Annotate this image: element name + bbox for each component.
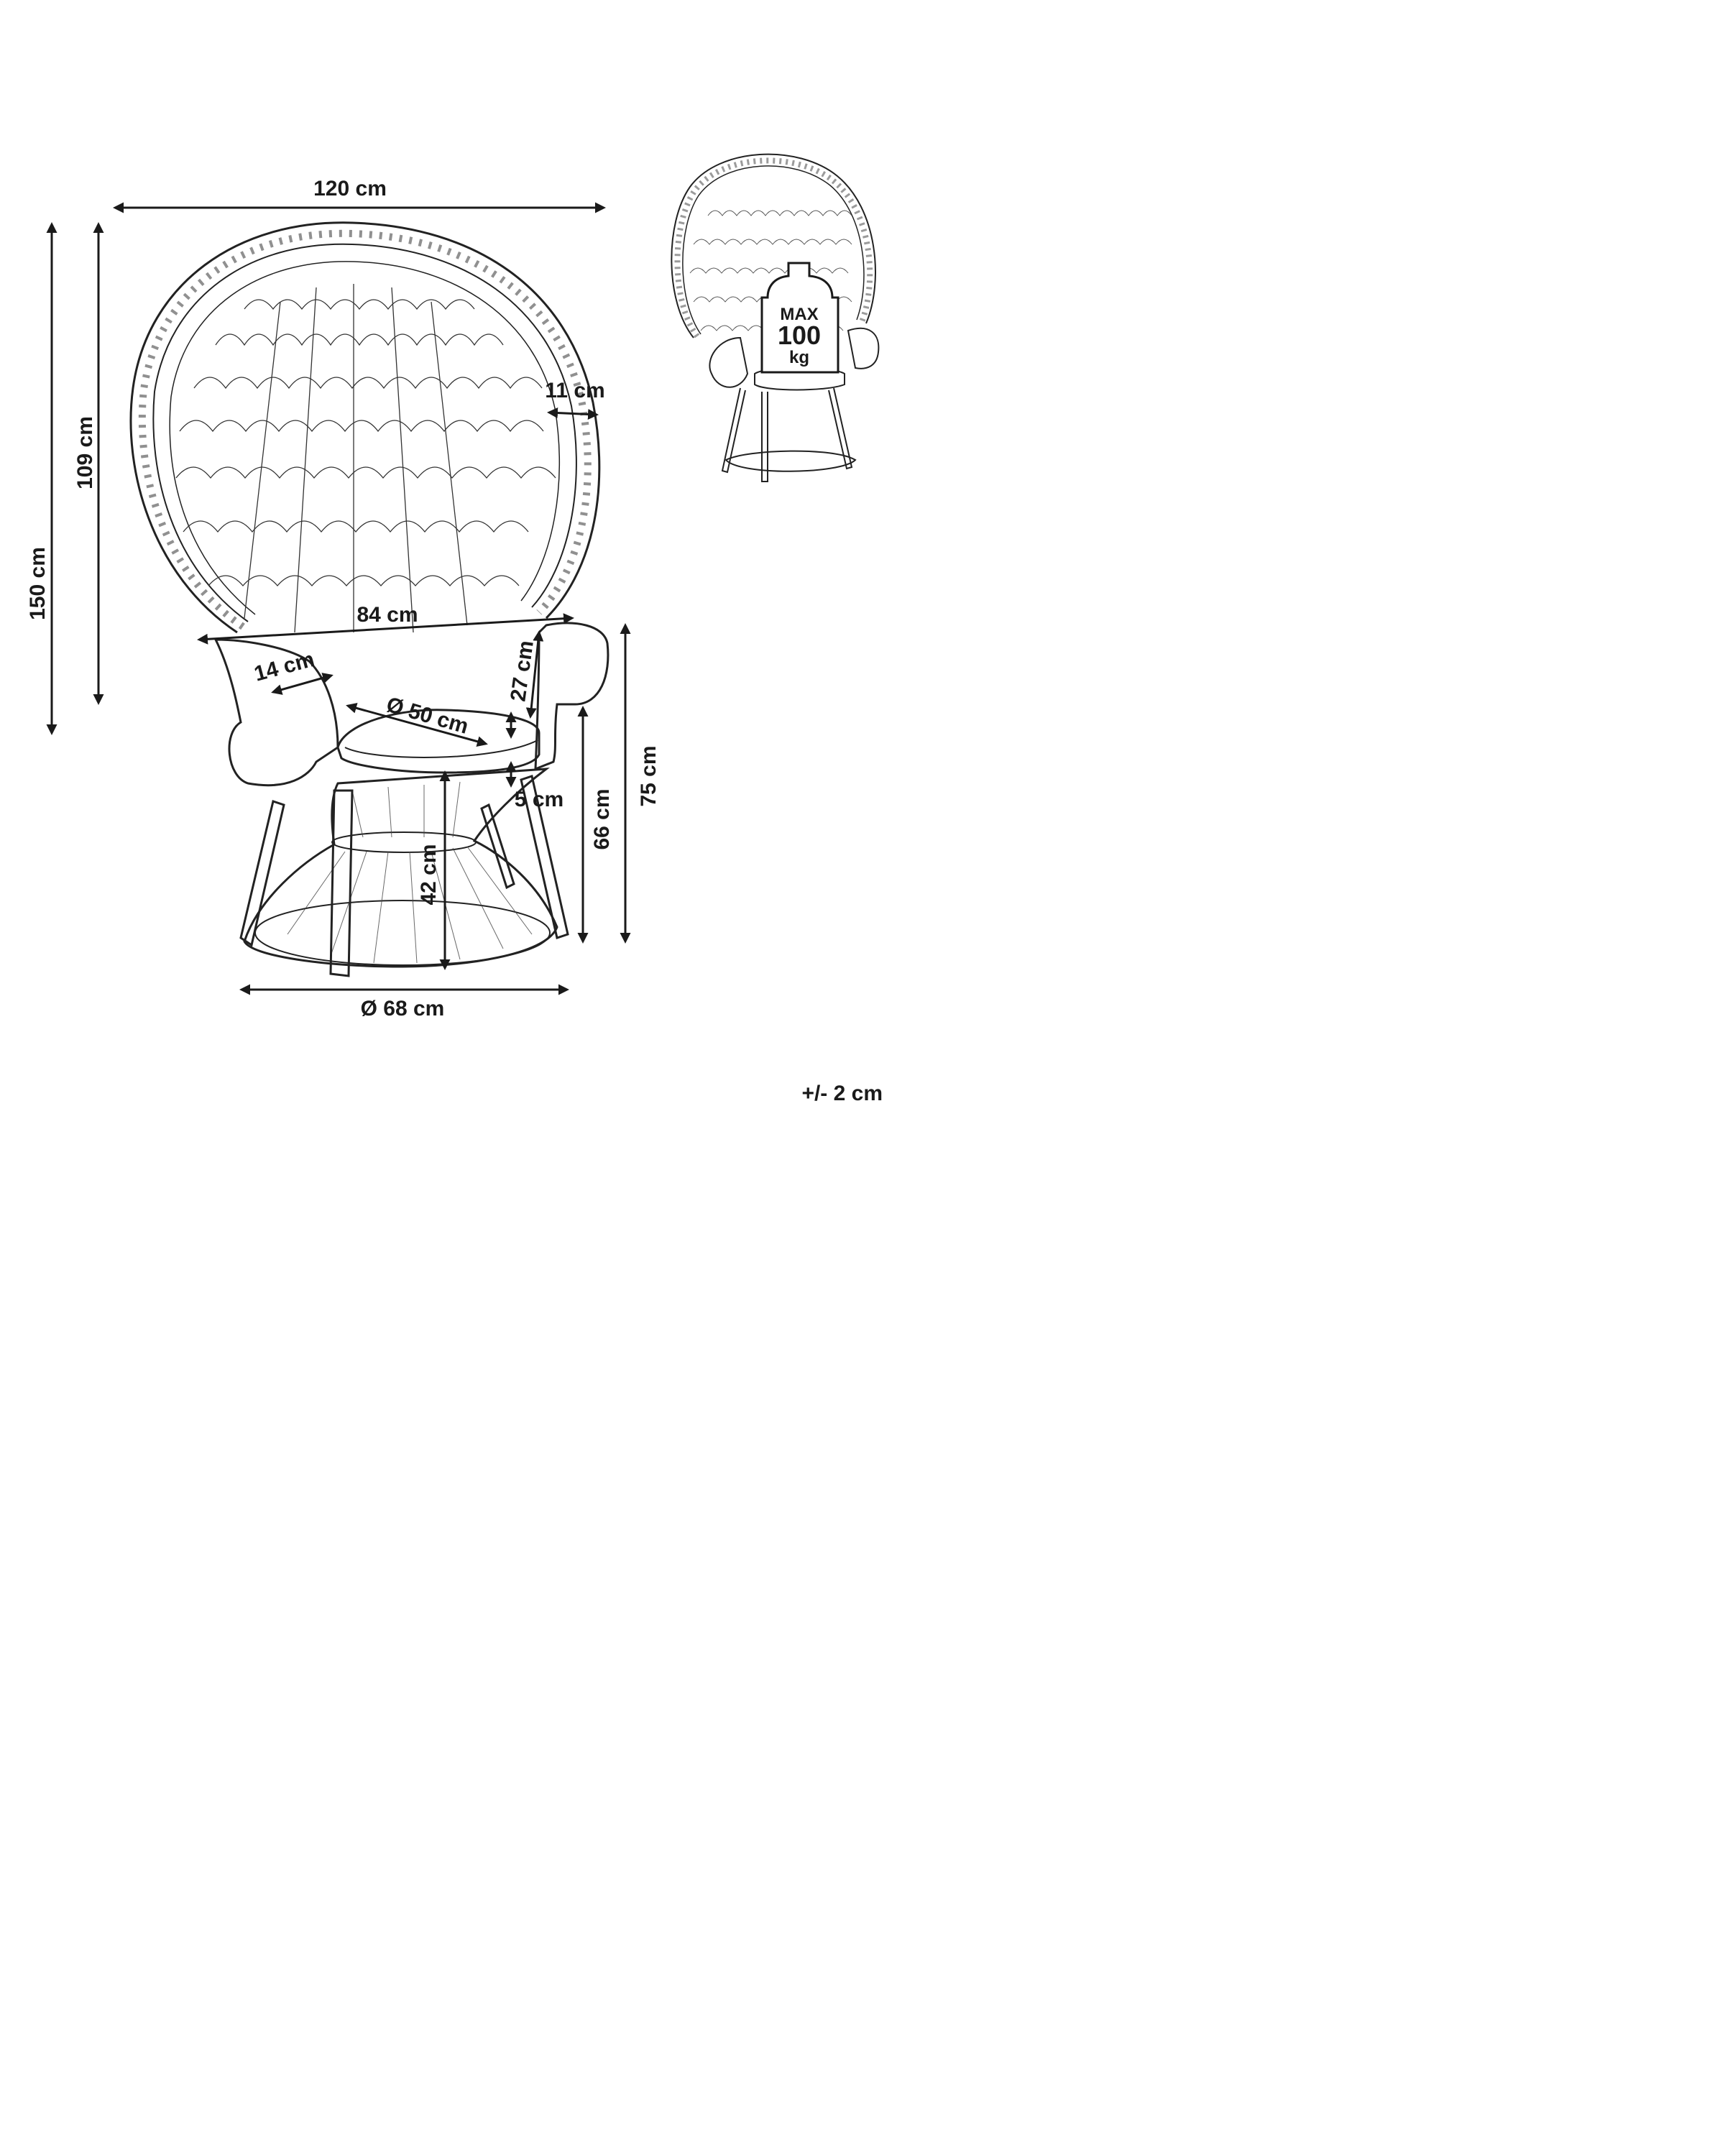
seat-width-label: 84 cm [356, 603, 418, 627]
chair-dimension-diagram: 120 cm 150 cm 109 cm 11 cm 84 cm 14 cm 2… [26, 153, 883, 1105]
base-diameter-label: Ø 68 cm [361, 997, 445, 1021]
chair-thumbnail: MAX 100 kg [671, 153, 880, 482]
seat-diameter-label: Ø 50 cm [384, 693, 471, 739]
width-label: 120 cm [313, 177, 387, 201]
max-load-unit: kg [789, 348, 809, 367]
frame-border-label: 11 cm [545, 379, 604, 402]
dimension-labels: 120 cm 150 cm 109 cm 11 cm 84 cm 14 cm 2… [26, 177, 661, 1021]
chair-back-outer [129, 221, 601, 634]
right-armrest [534, 622, 610, 771]
base-height-label: 42 cm [417, 844, 441, 905]
max-load-value: 100 [778, 321, 821, 350]
chair-legs [239, 775, 569, 977]
tolerance-note: +/- 2 cm [801, 1082, 883, 1105]
total-height-label: 150 cm [26, 547, 50, 620]
cushion-thickness-label: 5 cm [515, 788, 564, 811]
left-armrest [213, 638, 339, 787]
dimension-arrows [46, 202, 631, 995]
back-height-label: 109 cm [73, 416, 97, 489]
weight-icon [760, 262, 840, 374]
armrest-width-label: 14 cm [252, 648, 317, 686]
chair-drawing [129, 221, 610, 977]
chair-base [243, 768, 558, 968]
max-load-badge: MAX 100 kg [760, 262, 840, 374]
armrest-top-height-label: 75 cm [637, 745, 661, 806]
seat-height-label: 66 cm [590, 788, 614, 849]
back-weave-pattern [175, 284, 556, 633]
max-label: MAX [780, 305, 818, 324]
chair-back-inner [152, 243, 577, 622]
